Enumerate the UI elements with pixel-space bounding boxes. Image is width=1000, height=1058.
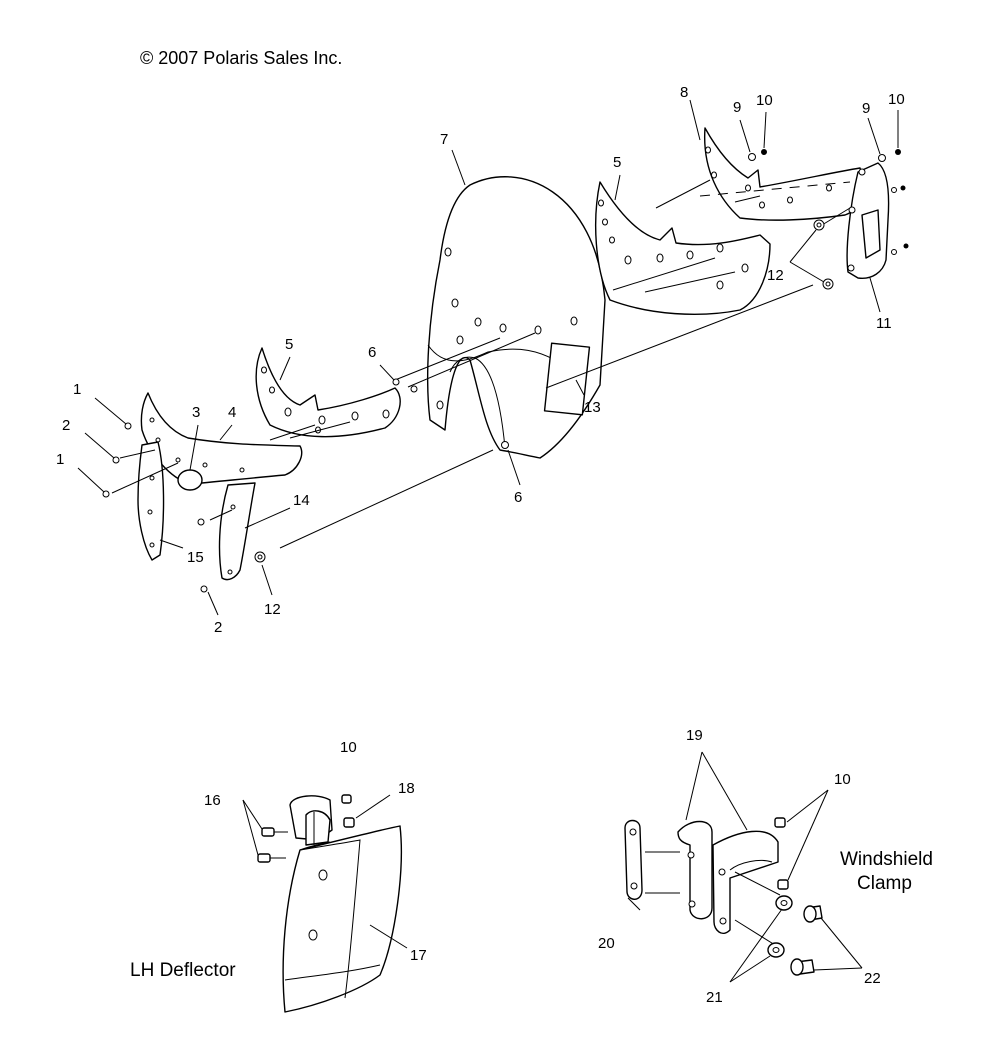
callout-10d: 10 [834, 771, 851, 788]
callout-11: 11 [876, 315, 892, 332]
callout-10c: 10 [340, 739, 357, 756]
callout-6a: 6 [368, 344, 376, 361]
callout-1b: 1 [56, 451, 64, 468]
lh-deflector-assembly [242, 794, 408, 1013]
panel-part-8 [699, 127, 864, 221]
caption-lh-deflector: LH Deflector [130, 960, 236, 981]
callout-10a: 10 [756, 92, 773, 109]
callout-20: 20 [598, 935, 615, 952]
caption-clamp: Clamp [857, 873, 912, 894]
callout-9b: 9 [862, 100, 870, 117]
callout-2b: 2 [214, 619, 222, 636]
callout-5a: 5 [285, 336, 293, 353]
callout-1a: 1 [73, 381, 81, 398]
deflector-part-5-right [595, 181, 771, 315]
callout-10b: 10 [888, 91, 905, 108]
callout-22: 22 [864, 970, 881, 987]
callout-6b: 6 [514, 489, 522, 506]
copyright-text: © 2007 Polaris Sales Inc. [140, 48, 342, 68]
callout-leaders [77, 99, 899, 616]
strip-part-14 [218, 482, 256, 581]
callout-7: 7 [440, 131, 448, 148]
deflector-part-5-left [255, 347, 401, 438]
callout-15: 15 [187, 549, 204, 566]
callout-12a: 12 [767, 267, 784, 284]
assembly-lines [111, 179, 851, 549]
windshield-part-7 [426, 176, 606, 459]
callout-13: 13 [584, 399, 601, 416]
callout-3: 3 [192, 404, 200, 421]
callout-12b: 12 [264, 601, 281, 618]
panel-part-4 [140, 392, 303, 491]
callout-4: 4 [228, 404, 236, 421]
bracket-part-11 [846, 162, 897, 279]
callout-5b: 5 [613, 154, 621, 171]
callout-17: 17 [410, 947, 427, 964]
strip-part-15 [137, 441, 165, 561]
callout-9a: 9 [733, 99, 741, 116]
callout-8: 8 [680, 84, 688, 101]
callout-numbers: 1 1 2 2 3 4 5 5 6 6 7 8 9 9 10 10 10 10 … [56, 84, 905, 1006]
windshield-clamp-assembly [624, 751, 863, 983]
callout-2a: 2 [62, 417, 70, 434]
callout-18: 18 [398, 780, 415, 797]
callout-16: 16 [204, 792, 221, 809]
callout-21: 21 [706, 989, 723, 1006]
fasteners-upper [102, 149, 909, 593]
caption-windshield: Windshield [840, 849, 933, 870]
callout-19: 19 [686, 727, 703, 744]
callout-14: 14 [293, 492, 310, 509]
